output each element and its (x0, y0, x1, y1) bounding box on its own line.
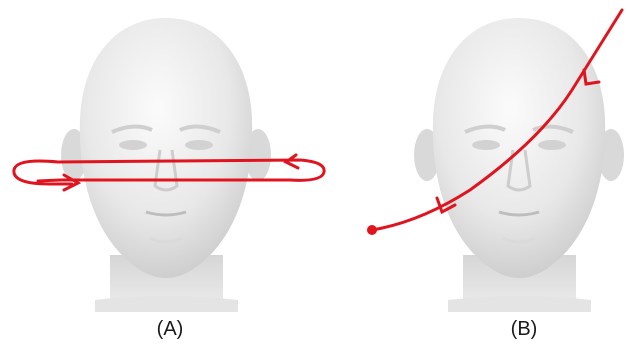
head-a (61, 18, 271, 312)
eye-left-a (119, 140, 147, 150)
eye-right-b (538, 140, 566, 150)
face-a (80, 18, 252, 278)
panel-b-caption: (B) (484, 318, 564, 341)
shoulder-b (448, 296, 591, 312)
eye-left-b (472, 140, 500, 150)
panel-a-caption: (A) (130, 318, 210, 341)
shoulder-a (95, 296, 238, 312)
face-b (433, 18, 605, 278)
eye-right-a (185, 140, 213, 150)
start-dot-b (367, 225, 377, 235)
head-b (414, 18, 624, 312)
